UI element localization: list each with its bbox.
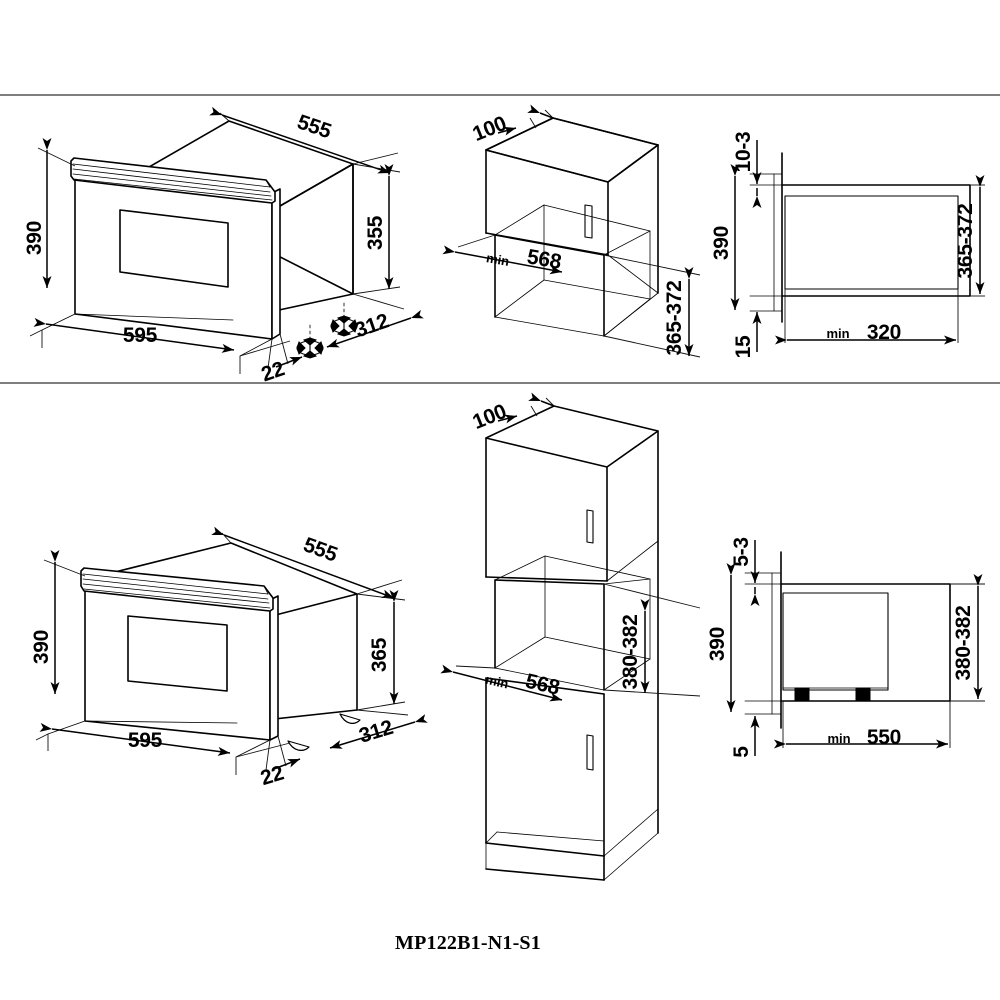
dimension-365-bottom: 365 <box>356 590 406 711</box>
dimension-min550-bottom: min 550 <box>774 701 951 749</box>
dimension-390-bottom-section: 390 <box>706 563 736 712</box>
dimension-365372-top-section: 365-372 <box>954 175 985 297</box>
dim-label-365: 365 <box>368 637 391 672</box>
dimension-355-top: 355 <box>352 163 401 295</box>
dim-label-555-b: 555 <box>300 533 341 567</box>
appliance-foot-tab-2 <box>339 713 361 724</box>
view-bottom-section: 390 5-3 5 min 550 380-382 <box>706 537 985 758</box>
dimension-380382-bottom-cabinet: 380-382 <box>603 583 701 697</box>
dim-label-595-a2: 595 <box>123 324 158 347</box>
dim-prefix-min-568-b: min <box>484 672 510 692</box>
dim-label-355: 355 <box>364 215 387 250</box>
dim-label-10-3: 10-3 <box>732 132 755 173</box>
dimension-555-top: 555 <box>209 106 399 174</box>
dimension-5-3-bottom: 5-3 <box>730 537 760 606</box>
dim-label-390-a: 390 <box>23 221 46 255</box>
dimension-595-bottom: 595 <box>39 722 237 775</box>
appliance-foot-tab-1 <box>287 740 310 751</box>
dim-label-312-a: 312 <box>352 309 392 342</box>
dimension-5-bottom: 5 <box>730 716 760 758</box>
dim-label-320: 320 <box>867 321 901 344</box>
dimension-22-bottom: 22 <box>258 735 301 790</box>
dimension-min568-bottom: min 568 <box>440 664 562 702</box>
dim-label-365372-b: 365-372 <box>954 204 977 279</box>
view-bottom-appliance: 390 595 555 365 312 <box>30 526 428 790</box>
dim-label-312-b: 312 <box>356 716 395 748</box>
dimension-595-top: 595 <box>33 317 241 374</box>
adjustable-foot-icon-1 <box>296 324 324 359</box>
dimension-10-3-top: 10-3 <box>732 132 762 208</box>
dimension-390-top-section: 390 <box>710 164 740 310</box>
dim-label-595-b: 595 <box>128 729 163 752</box>
dim-label-365372-a: 365-372 <box>663 281 686 356</box>
dimension-380382-bottom-section: 380-382 <box>950 574 985 702</box>
dim-label-390-c: 390 <box>30 630 53 664</box>
view-top-section: 390 10-3 15 min 320 365-372 <box>710 132 985 358</box>
dim-prefix-min-320: min <box>826 326 849 341</box>
dimension-22-top: 22 <box>258 333 303 386</box>
dim-label-15: 15 <box>732 335 755 358</box>
dim-label-390-b: 390 <box>710 226 733 260</box>
view-top-appliance: 390 595 555 355 312 <box>23 106 424 386</box>
dimension-390-top-left: 390 <box>23 138 76 337</box>
view-bottom-cabinet: 100 min 568 380-382 <box>440 392 701 881</box>
dimension-390-bottom-left: 390 <box>30 550 86 741</box>
dim-label-390-d: 390 <box>706 627 729 661</box>
dim-label-568-b: 568 <box>523 670 562 700</box>
dimension-100-bottom: 100 <box>469 392 555 434</box>
dim-label-5-3: 5-3 <box>730 537 753 566</box>
dim-prefix-min-550: min <box>827 731 850 746</box>
model-caption: MP122B1-N1-S1 <box>395 932 541 954</box>
dim-label-22-a: 22 <box>258 357 287 386</box>
view-top-cabinet: 100 min 568 365-372 <box>442 104 701 358</box>
dimension-min320-top: min 320 <box>775 289 959 345</box>
dim-prefix-min-568-a: min <box>485 250 510 269</box>
dim-label-568-a: 568 <box>525 245 563 274</box>
dimension-100-top: 100 <box>469 104 554 146</box>
dim-label-5: 5 <box>730 746 753 758</box>
dimension-min568-top: min 568 <box>442 234 564 275</box>
dim-label-555-a: 555 <box>294 110 334 143</box>
dim-label-380382-b: 380-382 <box>952 606 975 681</box>
dim-label-380382-a: 380-382 <box>619 615 642 690</box>
dim-label-550: 550 <box>867 726 901 749</box>
dimension-365372-top-cabinet: 365-372 <box>603 254 701 358</box>
dimension-15-top: 15 <box>732 312 762 358</box>
